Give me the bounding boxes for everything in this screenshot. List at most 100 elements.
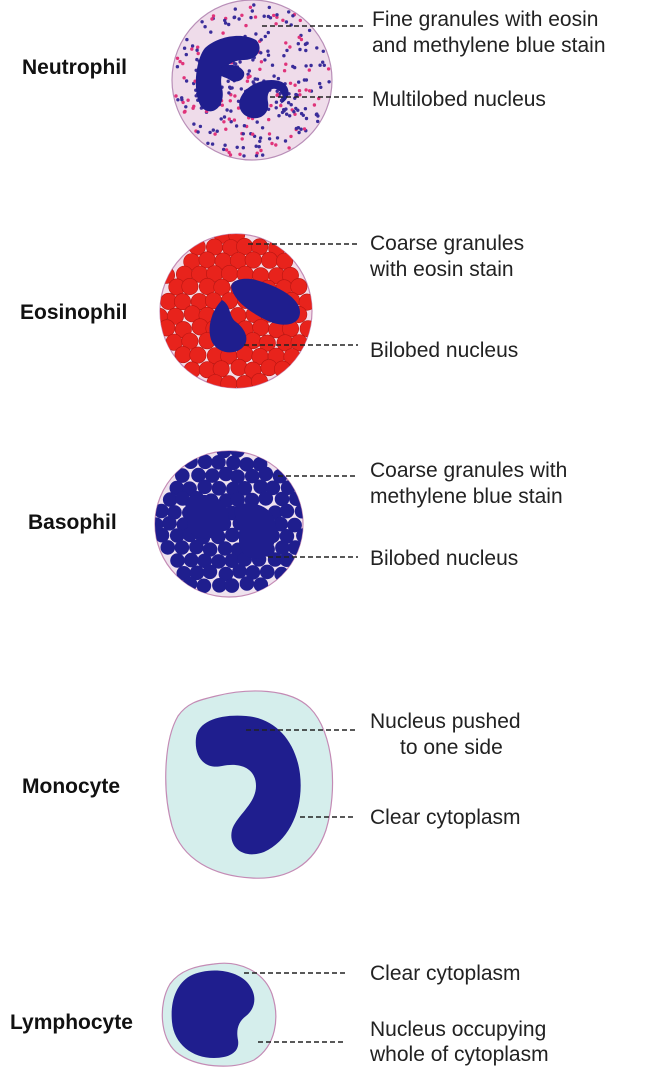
fine-granule xyxy=(309,64,312,67)
fine-granule xyxy=(302,114,305,117)
fine-granule xyxy=(243,124,246,127)
fine-granule xyxy=(211,142,214,145)
fine-granule xyxy=(295,127,298,130)
fine-granule xyxy=(240,14,243,17)
fine-granule xyxy=(185,38,188,41)
fine-granule xyxy=(203,25,206,28)
fine-granule xyxy=(298,89,301,92)
fine-granule xyxy=(208,131,211,134)
eosinophil-cell xyxy=(151,227,316,392)
fine-granule xyxy=(184,105,187,108)
fine-granule xyxy=(258,145,261,148)
fine-granule xyxy=(195,49,198,52)
fine-granule xyxy=(285,113,288,116)
fine-granule xyxy=(176,98,179,101)
fine-granule xyxy=(327,67,330,70)
fine-granule xyxy=(223,115,226,118)
fine-granule xyxy=(287,146,290,149)
basophilic-granule xyxy=(212,481,227,496)
fine-granule xyxy=(270,142,273,145)
fine-granule xyxy=(223,19,226,22)
fine-granule xyxy=(228,117,231,120)
fine-granule xyxy=(210,17,213,20)
fine-granule xyxy=(322,50,325,53)
fine-granule xyxy=(292,110,295,113)
fine-granule xyxy=(255,154,258,157)
eosin-granule xyxy=(182,278,198,294)
basophilic-granule xyxy=(175,540,190,555)
fine-granule xyxy=(251,9,254,12)
fine-granule xyxy=(297,42,300,45)
fine-granule xyxy=(242,146,245,149)
label-lymphocyte-nucleus-line2: whole of cytoplasm xyxy=(369,1043,549,1066)
fine-granule xyxy=(248,69,251,72)
fine-granule xyxy=(233,16,236,19)
basophilic-granule xyxy=(175,468,190,483)
fine-granule xyxy=(321,61,324,64)
fine-granule xyxy=(297,80,300,83)
fine-granule xyxy=(190,47,193,50)
fine-granule xyxy=(268,137,271,140)
fine-granule xyxy=(229,153,232,156)
fine-granule xyxy=(285,49,288,52)
fine-granule xyxy=(308,29,311,32)
fine-granule xyxy=(209,30,212,33)
eosin-granule xyxy=(190,347,206,363)
fine-granule xyxy=(308,68,311,71)
basophilic-granule xyxy=(232,564,247,579)
fine-granule xyxy=(282,54,285,57)
cell-name-lymphocyte: Lymphocyte xyxy=(10,1011,133,1034)
label-lymphocyte-cytoplasm: Clear cytoplasm xyxy=(370,962,521,985)
fine-granule xyxy=(186,99,189,102)
cell-name-basophil: Basophil xyxy=(28,511,117,534)
fine-granule xyxy=(258,140,261,143)
basophilic-granule xyxy=(203,565,218,580)
label-eosinophil-granules-line1: Coarse granules xyxy=(370,232,524,255)
fine-granule xyxy=(323,64,326,67)
label-monocyte-nucleus-line2: to one side xyxy=(400,736,503,759)
label-monocyte-nucleus-line1: Nucleus pushed xyxy=(370,710,521,733)
fine-granule xyxy=(289,82,292,85)
fine-granule xyxy=(206,142,209,145)
label-neutrophil-granules-line2: and methylene blue stain xyxy=(372,34,606,57)
fine-granule xyxy=(227,80,230,83)
fine-granule xyxy=(260,38,263,41)
fine-granule xyxy=(267,31,270,34)
basophilic-granule xyxy=(161,540,176,555)
fine-granule xyxy=(229,87,232,90)
fine-granule xyxy=(264,35,267,38)
fine-granule xyxy=(258,68,261,71)
fine-granule xyxy=(254,15,257,18)
fine-granule xyxy=(277,77,280,80)
fine-granule xyxy=(304,107,307,110)
fine-granule xyxy=(181,101,184,104)
fine-granule xyxy=(305,117,308,120)
monocyte-cell xyxy=(166,691,333,878)
eosin-granule xyxy=(261,252,277,268)
eosin-granule xyxy=(236,375,252,391)
cell-name-neutrophil: Neutrophil xyxy=(22,56,127,79)
fine-granule xyxy=(284,62,287,65)
fine-granule xyxy=(327,80,330,83)
fine-granule xyxy=(269,16,272,19)
eosin-granule xyxy=(276,253,292,269)
fine-granule xyxy=(259,149,262,152)
fine-granule xyxy=(240,87,243,90)
label-lymphocyte-nucleus-line1: Nucleus occupying xyxy=(370,1018,546,1041)
basophilic-granule xyxy=(240,576,255,591)
fine-granule xyxy=(180,96,183,99)
fine-granule xyxy=(266,50,269,53)
fine-granule xyxy=(318,82,321,85)
fine-granule xyxy=(279,104,282,107)
fine-granule xyxy=(269,104,272,107)
fine-granule xyxy=(290,103,293,106)
fine-granule xyxy=(225,108,228,111)
basophilic-granule xyxy=(280,504,295,519)
fine-granule xyxy=(303,78,306,81)
fine-granule xyxy=(272,74,275,77)
basophilic-granule xyxy=(225,528,240,543)
fine-granule xyxy=(274,22,277,25)
fine-granule xyxy=(200,20,203,23)
fine-granule xyxy=(223,144,226,147)
fine-granule xyxy=(283,69,286,72)
